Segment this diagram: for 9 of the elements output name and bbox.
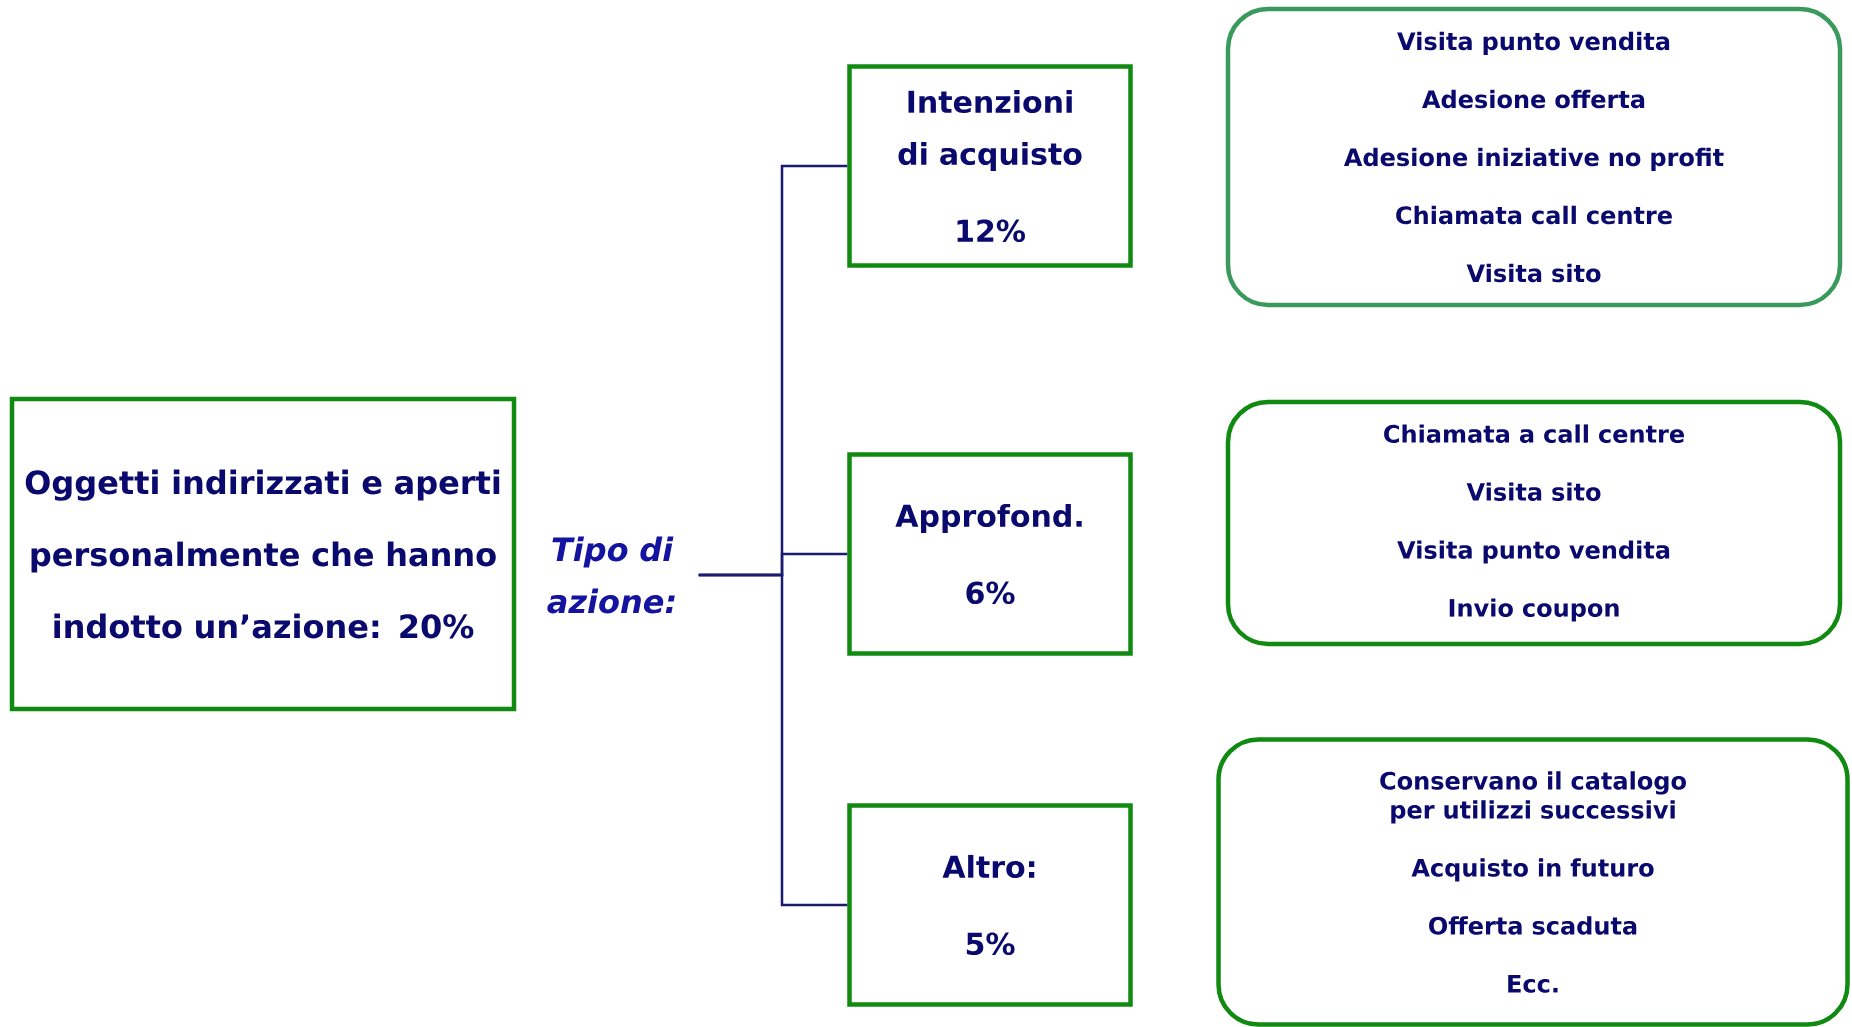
text-box: Approfond. 6% — [847, 452, 1133, 656]
text-box: Intenzioni di acquisto 12% — [847, 64, 1133, 268]
action-type-label: Tipo di azione: — [547, 536, 675, 614]
text-box: Altro: 5% — [847, 803, 1133, 1007]
list-box: Chiamata a call centre Visita sito Visita punto vendita Invio coupon — [1225, 399, 1843, 647]
text-box: Oggetti indirizzati e aperti personalmente che hanno indotto un’azione: 20% — [9, 396, 517, 712]
list-box: Conservano il catalogo per utilizzi successivi Acquisto in futuro Offerta scaduta Ecc. — [1216, 737, 1850, 1027]
list-box: Visita punto vendita Adesione offerta Adesione iniziative no profit Chiamata call centre Visita sito — [1225, 6, 1843, 308]
connector-line — [698, 573, 848, 907]
